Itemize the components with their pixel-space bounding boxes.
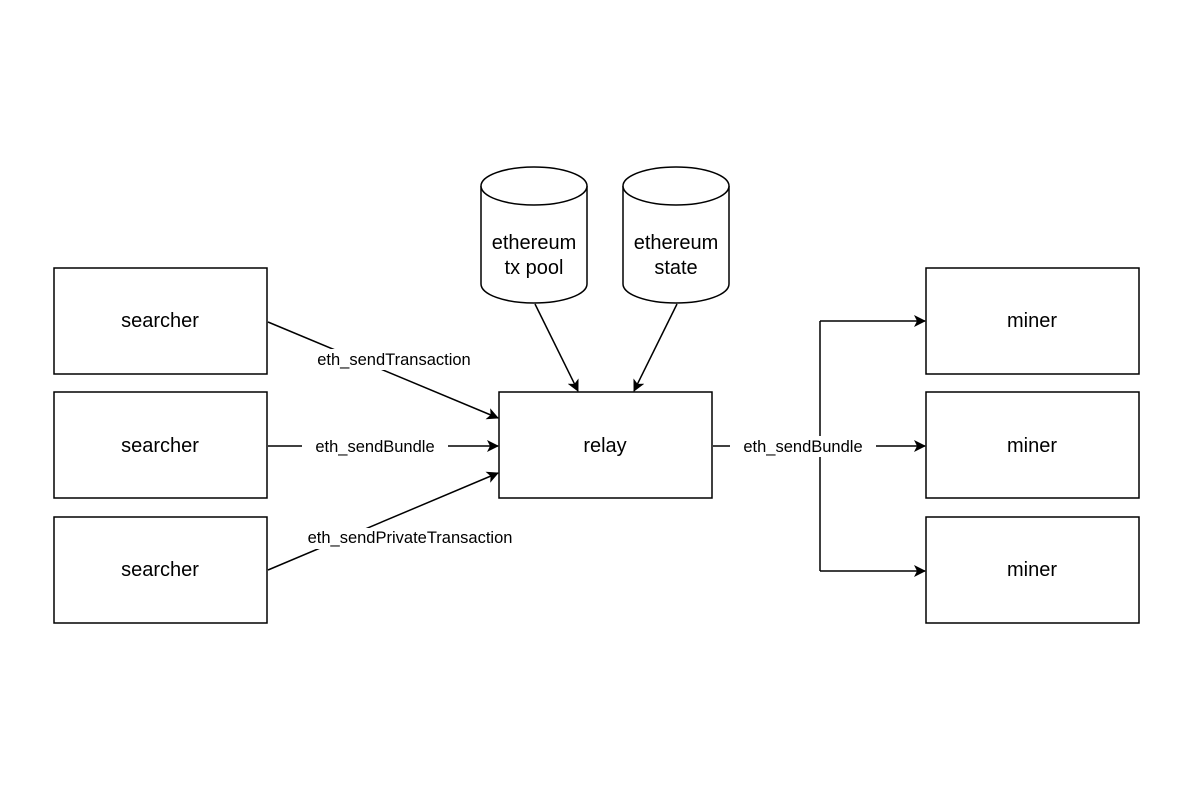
- edge-label-send-bundle-searcher: eth_sendBundle: [315, 438, 434, 456]
- tx-pool-label-line-2: tx pool: [505, 257, 564, 279]
- miner-box-1: miner: [925, 267, 1140, 375]
- relay-label: relay: [583, 435, 626, 457]
- miner-label: miner: [1007, 559, 1057, 581]
- state-database: ethereum state: [622, 166, 730, 304]
- edge-labels: eth_sendTransaction eth_sendBundle eth_s…: [285, 349, 876, 549]
- tx-pool-label-line-1: ethereum: [492, 232, 577, 254]
- searcher-box-3: searcher: [53, 516, 268, 624]
- edge-label-send-transaction: eth_sendTransaction: [317, 351, 471, 369]
- relay-box: relay: [498, 391, 713, 499]
- state-label-line-2: state: [654, 257, 697, 279]
- miner-label: miner: [1007, 310, 1057, 332]
- edge-label-send-bundle-relay: eth_sendBundle: [743, 438, 862, 456]
- searcher-label: searcher: [121, 559, 199, 581]
- miner-box-3: miner: [925, 516, 1140, 624]
- miner-box-2: miner: [925, 391, 1140, 499]
- tx-pool-database: ethereum tx pool: [480, 166, 588, 304]
- state-label-line-1: ethereum: [634, 232, 719, 254]
- searcher-box-1: searcher: [53, 267, 268, 375]
- edge-state-to-relay: [633, 303, 678, 392]
- edge-searcher-3-to-relay: [267, 471, 499, 571]
- miner-label: miner: [1007, 435, 1057, 457]
- edge-tx-pool-to-relay: [534, 303, 579, 392]
- searcher-box-2: searcher: [53, 391, 268, 499]
- edge-label-send-private-transaction: eth_sendPrivateTransaction: [308, 529, 513, 547]
- searcher-label: searcher: [121, 435, 199, 457]
- searcher-label: searcher: [121, 310, 199, 332]
